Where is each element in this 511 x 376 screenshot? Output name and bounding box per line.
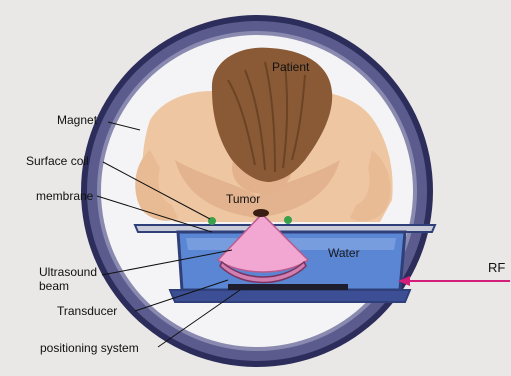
surface-coil-right	[284, 216, 292, 224]
label-ultrasound-line2: beam	[39, 280, 69, 293]
label-surface-coil: Surface coil	[26, 155, 89, 168]
label-magnet: Magnet	[57, 114, 97, 127]
label-water: Water	[328, 247, 360, 260]
positioning-system-bar	[228, 284, 348, 290]
label-tumor: Tumor	[226, 193, 260, 206]
label-membrane: membrane	[36, 190, 93, 203]
label-patient: Patient	[272, 61, 309, 74]
label-transducer: Transducer	[57, 305, 117, 318]
label-rf: RF	[488, 261, 505, 274]
label-ultrasound-line1: Ultrasound	[39, 266, 97, 279]
tank-base	[170, 290, 410, 302]
label-positioning-system: positioning system	[40, 342, 139, 355]
tumor-marker	[253, 209, 269, 217]
